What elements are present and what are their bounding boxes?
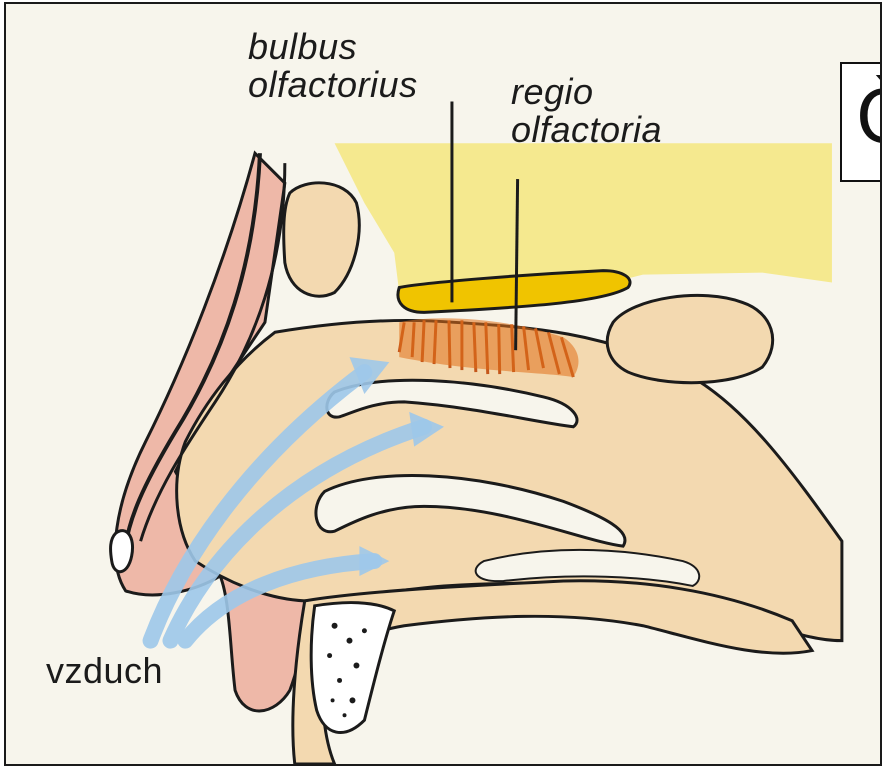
regio-leader-line [516,179,518,350]
title-box: Ò [840,62,882,182]
nostril [111,531,133,572]
maxilla-bone [311,603,394,733]
label-vzduch: vzduch [46,652,163,690]
nasal-cavity-diagram: bulbus olfactorius regio olfactoria vzdu… [4,2,882,766]
title-char: Ò [856,72,882,162]
label-bulbus-olfactorius: bulbus olfactorius [248,28,418,104]
sphenoid-sinus [607,295,772,382]
frontal-sinus [284,183,360,296]
label-regio-olfactoria: regio olfactoria [511,73,662,149]
